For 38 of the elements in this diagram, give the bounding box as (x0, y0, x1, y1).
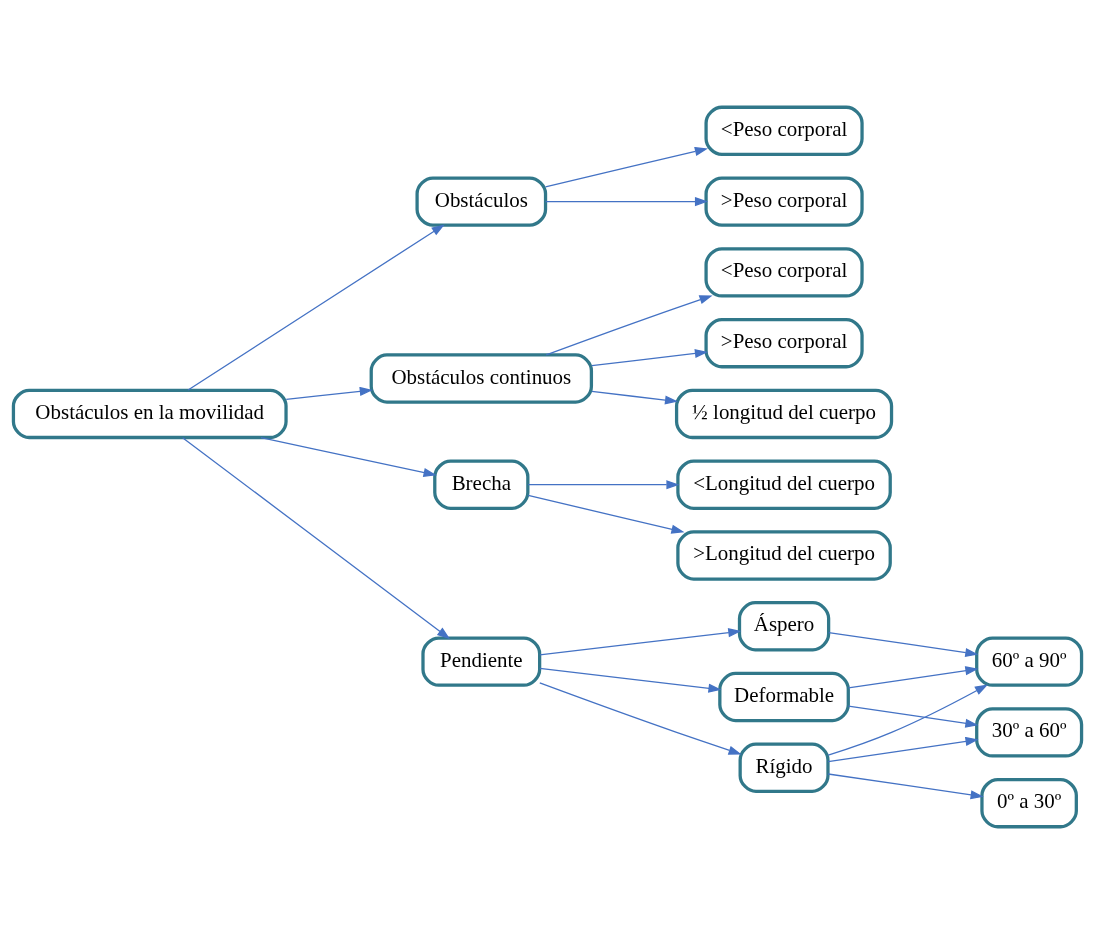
node-box: >Longitud del cuerpo (676, 529, 892, 581)
node-box: >Peso corporal (704, 175, 864, 227)
arrow (591, 390, 679, 405)
node-box: Rígido (738, 742, 830, 793)
node-box: Brecha (433, 458, 530, 510)
arrow (539, 681, 742, 755)
node-box: ½ longitud del cuerpo (674, 388, 894, 439)
node-box: <Longitud del cuerpo (676, 458, 892, 510)
arrow (527, 494, 685, 534)
node-box: 30º a 60º (975, 706, 1084, 758)
node-box: Pendiente (421, 635, 542, 687)
arrow (544, 196, 709, 206)
arrow (827, 772, 984, 799)
node-box: 60º a 90º (975, 635, 1084, 687)
node-box: <Peso corporal (704, 105, 864, 156)
arrow (260, 436, 437, 477)
arrow (847, 665, 979, 688)
node-box: Obstáculos (415, 175, 548, 227)
arrow (827, 683, 989, 756)
arrow (847, 705, 979, 728)
node-box: Obstáculos continuos (369, 352, 594, 404)
arrow (539, 627, 742, 656)
node-box: <Peso corporal (704, 246, 864, 298)
arrow (539, 667, 722, 693)
arrow (827, 736, 979, 762)
arrow (187, 223, 445, 391)
node-box: Áspero (737, 600, 831, 651)
arrow (527, 479, 680, 489)
arrow (828, 631, 979, 657)
node-box: Deformable (718, 671, 850, 722)
arrow (545, 294, 713, 355)
arrow (181, 436, 451, 639)
arrow (285, 386, 373, 400)
node-box: >Peso corporal (704, 317, 864, 368)
node-box: 0º a 30º (980, 777, 1078, 828)
arrow (591, 348, 708, 366)
node-box: Obstáculos en la movilidad (11, 388, 288, 439)
arrow (544, 146, 708, 187)
